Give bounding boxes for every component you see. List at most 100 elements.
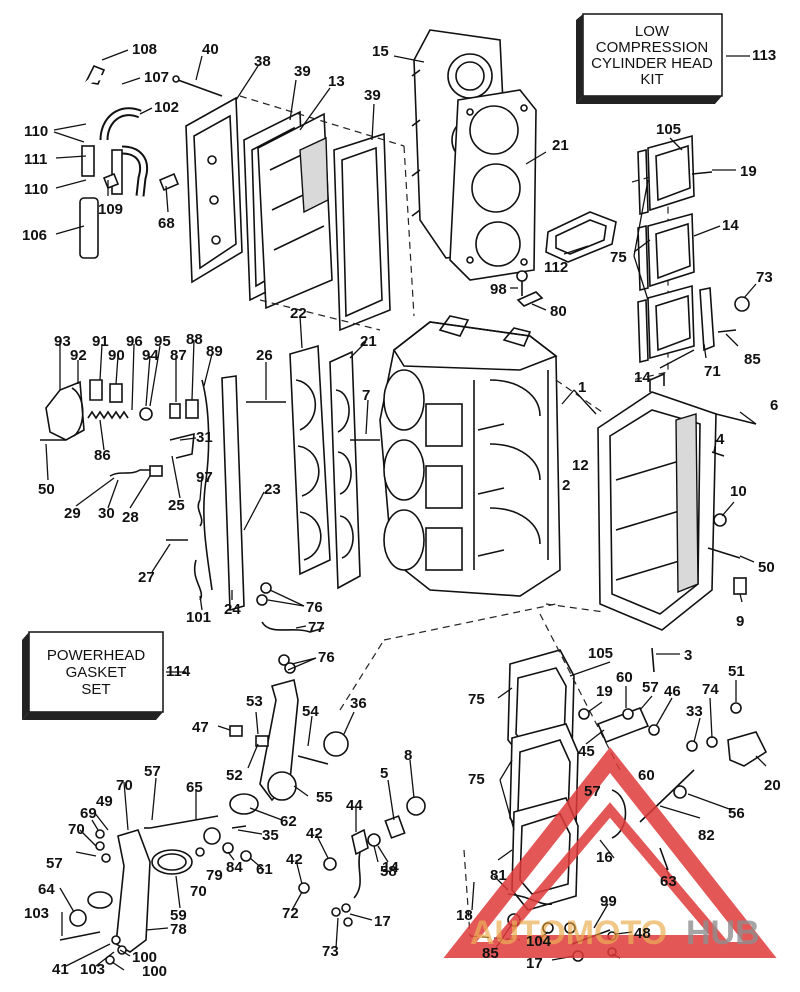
callout: 100 bbox=[132, 949, 157, 966]
callout: 53 bbox=[246, 693, 263, 710]
callout: 47 bbox=[192, 719, 209, 736]
callout: 89 bbox=[206, 343, 223, 360]
callout: 91 bbox=[92, 333, 109, 350]
callout: 85 bbox=[482, 945, 499, 962]
low-compression-kit-box: LOW COMPRESSION CYLINDER HEAD KIT bbox=[576, 13, 723, 104]
callout: 103 bbox=[80, 961, 105, 978]
callout: 57 bbox=[584, 783, 601, 800]
callout: 106 bbox=[22, 227, 47, 244]
callout: 76 bbox=[318, 649, 335, 666]
callout: 59 bbox=[170, 907, 187, 924]
callout: 63 bbox=[660, 873, 677, 890]
callout: 15 bbox=[372, 43, 389, 60]
center-small-parts bbox=[298, 796, 426, 927]
callout: 64 bbox=[38, 881, 55, 898]
callout: 96 bbox=[126, 333, 143, 350]
left-cylinder-head bbox=[221, 344, 380, 612]
callout: 93 bbox=[54, 333, 71, 350]
callout: 41 bbox=[52, 961, 69, 978]
callout: 5 bbox=[380, 765, 388, 782]
callout: 30 bbox=[98, 505, 115, 522]
cover-plates bbox=[185, 95, 415, 332]
callout: 13 bbox=[328, 73, 345, 90]
callout: 113 bbox=[752, 47, 776, 64]
callout: 69 bbox=[80, 805, 97, 822]
callout: 68 bbox=[158, 215, 175, 232]
callout: 3 bbox=[684, 647, 692, 664]
callout: 50 bbox=[758, 559, 775, 576]
callout: 73 bbox=[756, 269, 773, 286]
callout: 16 bbox=[596, 849, 613, 866]
callout: 57 bbox=[642, 679, 659, 696]
callout: 105 bbox=[588, 645, 613, 662]
callout: 86 bbox=[94, 447, 111, 464]
powerhead-line-3: SET bbox=[81, 681, 110, 698]
callout: 57 bbox=[46, 855, 63, 872]
callout: 44 bbox=[346, 797, 363, 814]
callout: 60 bbox=[616, 669, 633, 686]
callout: 22 bbox=[290, 305, 307, 322]
throttle-linkage bbox=[59, 582, 557, 965]
callout: 7 bbox=[362, 387, 370, 404]
watermark-triangle bbox=[443, 747, 777, 958]
callout: 57 bbox=[144, 763, 161, 780]
callout: 51 bbox=[728, 663, 745, 680]
callout: 14 bbox=[634, 369, 651, 386]
watermark-logo: AUTOMOTO HUB bbox=[443, 747, 777, 958]
thermostat-assembly bbox=[40, 379, 213, 601]
callout: 39 bbox=[294, 63, 311, 80]
callout: 88 bbox=[186, 331, 203, 348]
callout: 20 bbox=[764, 777, 781, 794]
callout: 90 bbox=[108, 347, 125, 364]
powerhead-line-1: POWERHEAD bbox=[47, 647, 146, 664]
callout: 14 bbox=[722, 217, 739, 234]
part-98-80 bbox=[516, 270, 544, 307]
callout: 54 bbox=[302, 703, 319, 720]
callout: 17 bbox=[526, 955, 543, 972]
callout: 46 bbox=[664, 683, 681, 700]
callout: 109 bbox=[98, 201, 123, 218]
low-compression-line-4: KIT bbox=[640, 71, 663, 88]
callout: 72 bbox=[282, 905, 299, 922]
callout: 97 bbox=[196, 469, 213, 486]
callout: 70 bbox=[68, 821, 85, 838]
low-compression-line-1: LOW bbox=[635, 23, 670, 40]
powerhead-gasket-set-box: POWERHEAD GASKET SET bbox=[22, 631, 164, 720]
callout: 82 bbox=[698, 827, 715, 844]
head-gasket-21 bbox=[449, 89, 537, 281]
callout: 60 bbox=[638, 767, 655, 784]
callout: 87 bbox=[170, 347, 187, 364]
callout: 95 bbox=[154, 333, 171, 350]
callout: 76 bbox=[306, 599, 323, 616]
reed-valves-top bbox=[631, 134, 750, 381]
callout: 38 bbox=[254, 53, 271, 70]
callout: 29 bbox=[64, 505, 81, 522]
callout: 84 bbox=[226, 859, 243, 876]
callout: 61 bbox=[256, 861, 273, 878]
low-compression-line-2: COMPRESSION bbox=[596, 39, 709, 56]
powerhead-line-2: GASKET bbox=[66, 664, 127, 681]
callout: 1 bbox=[578, 379, 586, 396]
callout: 85 bbox=[744, 351, 761, 368]
low-compression-line-3: CYLINDER HEAD bbox=[591, 55, 713, 72]
watermark-part2: HUB bbox=[686, 914, 760, 952]
callout: 31 bbox=[196, 429, 213, 446]
callout: 98 bbox=[490, 281, 507, 298]
callout: 19 bbox=[596, 683, 613, 700]
callout: 75 bbox=[610, 249, 627, 266]
callout: 112 bbox=[544, 259, 568, 276]
callout: 108 bbox=[132, 41, 157, 58]
callout: 81 bbox=[490, 867, 507, 884]
callout: 52 bbox=[226, 767, 243, 784]
callout: 62 bbox=[280, 813, 297, 830]
callout: 27 bbox=[138, 569, 155, 586]
callout: 21 bbox=[552, 137, 569, 154]
callout: 103 bbox=[24, 905, 49, 922]
gasket-112 bbox=[545, 211, 617, 263]
callout: 55 bbox=[316, 789, 333, 806]
watermark-part1: AUTOMOTO bbox=[470, 914, 667, 952]
callout: 42 bbox=[286, 851, 303, 868]
callout: 100 bbox=[142, 963, 167, 980]
callout: 101 bbox=[186, 609, 211, 626]
callout: 48 bbox=[634, 925, 651, 942]
